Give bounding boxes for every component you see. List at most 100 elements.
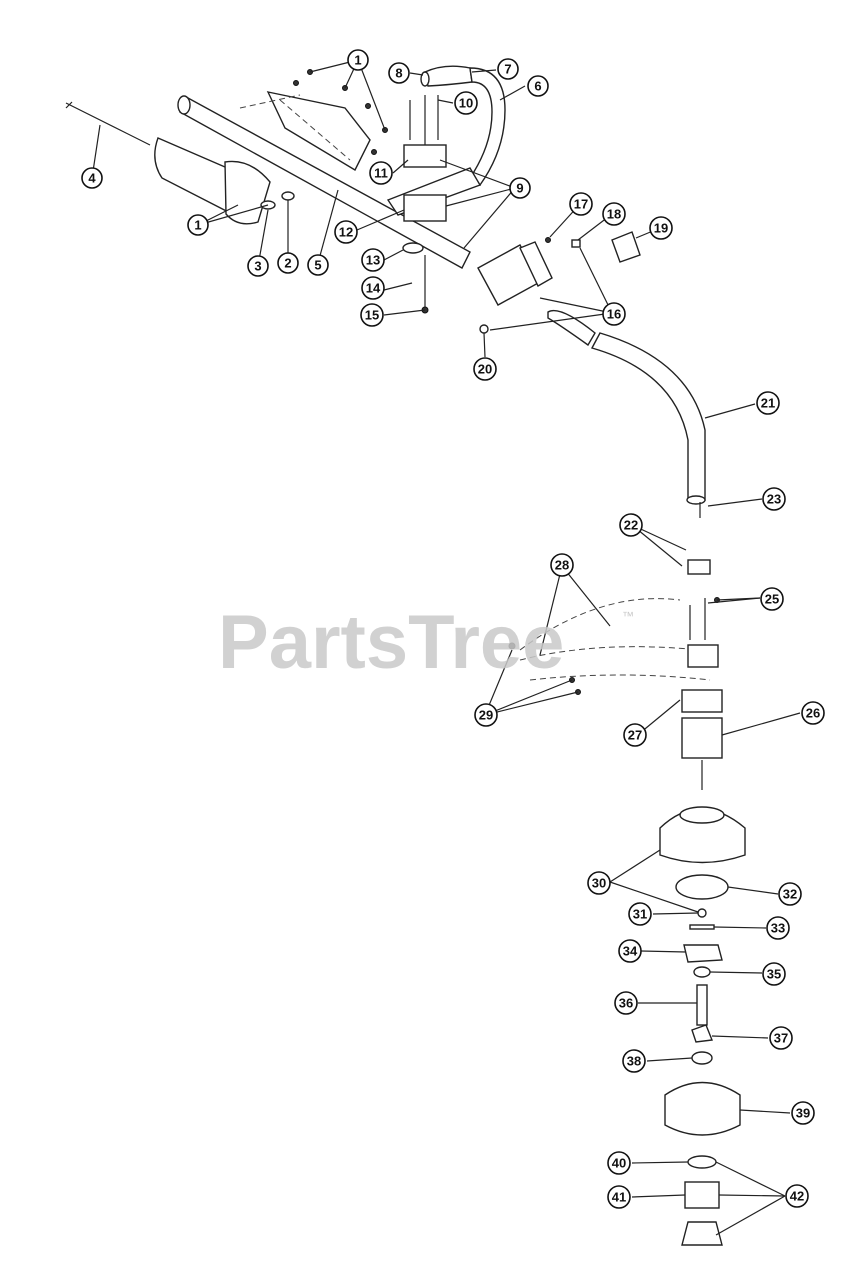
svg-text:41: 41 [612, 1190, 626, 1205]
callout-37[interactable]: 37 [769, 1026, 793, 1050]
trimmer-head-stack [659, 806, 746, 1246]
washer-31 [697, 908, 707, 918]
callout-36[interactable]: 36 [614, 991, 638, 1015]
svg-text:11: 11 [374, 166, 388, 181]
callout-20[interactable]: 20 [473, 357, 497, 381]
callout-27[interactable]: 27 [623, 723, 647, 747]
svg-text:5: 5 [314, 258, 321, 273]
callout-39[interactable]: 39 [791, 1101, 815, 1125]
callout-12[interactable]: 12 [334, 220, 358, 244]
callout-10[interactable]: 10 [454, 91, 478, 115]
callout-34[interactable]: 34 [618, 939, 642, 963]
lower-clamp [403, 194, 447, 222]
callout-7[interactable]: 7 [497, 58, 519, 80]
callout-42[interactable]: 42 [785, 1184, 809, 1208]
callout-38[interactable]: 38 [622, 1049, 646, 1073]
svg-text:22: 22 [624, 518, 638, 533]
gear-head [681, 689, 723, 790]
callout-15[interactable]: 15 [360, 303, 384, 327]
svg-text:17: 17 [574, 197, 588, 212]
svg-text:8: 8 [395, 66, 402, 81]
callout-1b[interactable]: 1 [187, 214, 209, 236]
callout-41[interactable]: 41 [607, 1185, 631, 1209]
svg-text:3: 3 [254, 259, 261, 274]
callout-25[interactable]: 25 [760, 587, 784, 611]
callout-23[interactable]: 23 [762, 487, 786, 511]
svg-text:4: 4 [88, 171, 96, 186]
callout-17[interactable]: 17 [569, 192, 593, 216]
callout-2[interactable]: 2 [277, 252, 299, 274]
part-41 [684, 1181, 720, 1209]
gear-head-top [681, 689, 723, 713]
callout-6[interactable]: 6 [527, 75, 549, 97]
svg-text:34: 34 [623, 944, 638, 959]
svg-text:26: 26 [806, 706, 820, 721]
callout-28[interactable]: 28 [550, 553, 574, 577]
svg-text:33: 33 [771, 921, 785, 936]
svg-text:36: 36 [619, 996, 633, 1011]
svg-text:21: 21 [761, 396, 775, 411]
o-ring-38 [691, 1051, 713, 1065]
svg-text:29: 29 [479, 708, 493, 723]
grip-end-cap [420, 71, 430, 87]
callout-11[interactable]: 11 [369, 161, 393, 185]
callout-3[interactable]: 3 [247, 255, 269, 277]
handle-grip [424, 65, 473, 87]
guard-outline-3 [529, 674, 711, 681]
clamp-bolts [409, 95, 439, 145]
spring-36 [696, 984, 708, 1026]
gear-head-body [681, 717, 723, 759]
svg-text:7: 7 [504, 62, 511, 77]
svg-text:12: 12 [339, 225, 353, 240]
svg-text:9: 9 [516, 181, 523, 196]
callout-22[interactable]: 22 [619, 513, 643, 537]
callout-19[interactable]: 19 [649, 216, 673, 240]
watermark-trademark: ™ [622, 609, 634, 623]
svg-text:38: 38 [627, 1054, 641, 1069]
callout-29[interactable]: 29 [474, 703, 498, 727]
svg-text:1: 1 [194, 218, 201, 233]
housing-screws [293, 69, 388, 155]
cable-end [65, 101, 73, 109]
handle-housing [266, 91, 371, 171]
callout-33[interactable]: 33 [766, 916, 790, 940]
callouts: 1 1 2 3 4 5 6 7 8 9 10 11 12 13 14 15 16… [81, 49, 825, 1209]
housing-edge [279, 99, 351, 161]
svg-text:39: 39 [796, 1106, 810, 1121]
svg-text:40: 40 [612, 1156, 626, 1171]
washer-35 [693, 966, 711, 978]
svg-text:42: 42 [790, 1189, 804, 1204]
callout-14[interactable]: 14 [361, 276, 385, 300]
housing-cover [224, 160, 271, 225]
callout-31[interactable]: 31 [628, 902, 652, 926]
svg-text:32: 32 [783, 887, 797, 902]
upper-clamp [403, 144, 447, 168]
callout-8[interactable]: 8 [388, 62, 410, 84]
watermark: PartsTree ™ [218, 600, 634, 685]
callout-1a[interactable]: 1 [347, 49, 369, 71]
clamp-22 [687, 559, 711, 575]
callout-9[interactable]: 9 [509, 177, 531, 199]
svg-text:2: 2 [284, 256, 291, 271]
part-2 [281, 191, 295, 201]
callout-32[interactable]: 32 [778, 882, 802, 906]
svg-text:31: 31 [633, 907, 647, 922]
bump-knob [681, 1221, 723, 1246]
o-ring-32 [675, 874, 729, 900]
callout-5[interactable]: 5 [307, 254, 329, 276]
callout-21[interactable]: 21 [756, 391, 780, 415]
part-37 [691, 1024, 713, 1043]
callout-40[interactable]: 40 [607, 1151, 631, 1175]
callout-26[interactable]: 26 [801, 701, 825, 725]
callout-35[interactable]: 35 [762, 962, 786, 986]
callout-18[interactable]: 18 [602, 202, 626, 226]
assembly-dash [239, 94, 301, 109]
guard-outline-2 [519, 646, 701, 661]
callout-30[interactable]: 30 [587, 871, 611, 895]
callout-16[interactable]: 16 [602, 302, 626, 326]
callout-4[interactable]: 4 [81, 167, 103, 189]
callout-13[interactable]: 13 [361, 248, 385, 272]
ratchet-34 [683, 944, 723, 963]
